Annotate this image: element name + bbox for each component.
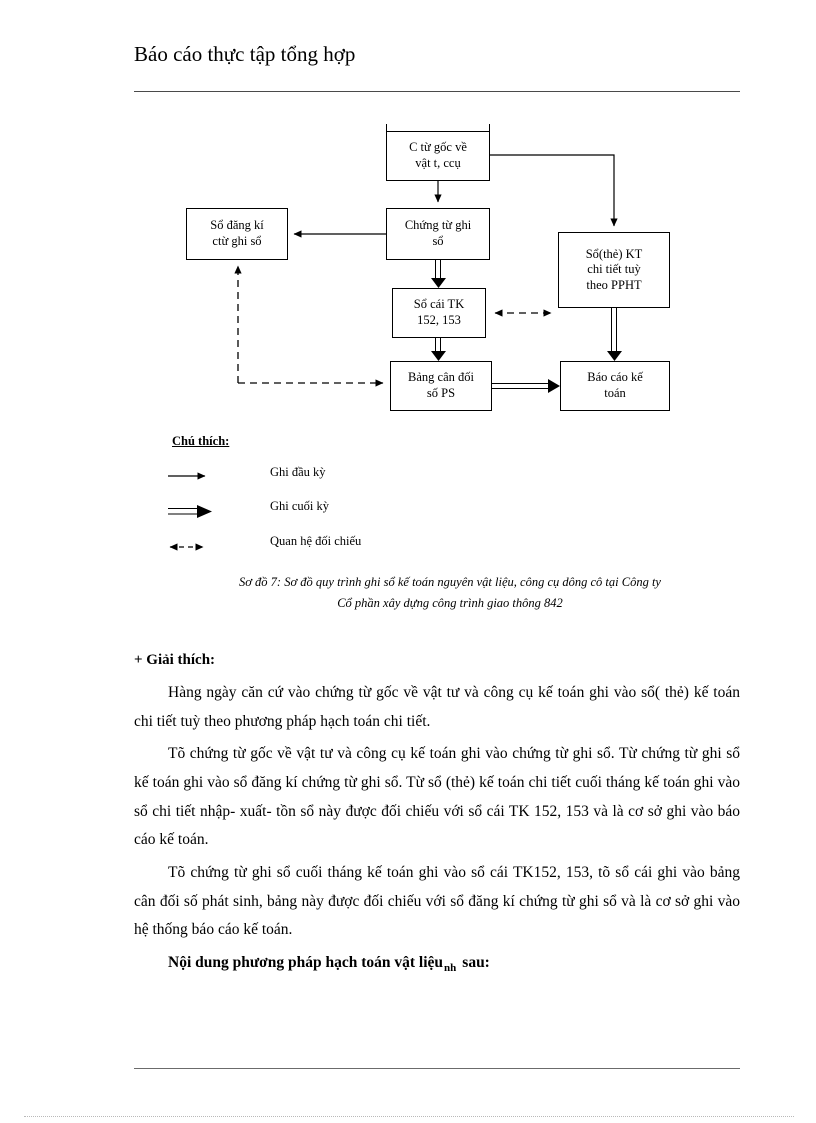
header-divider (134, 91, 740, 92)
footer-divider (134, 1068, 740, 1069)
legend-label-quan-he-doi-chieu: Quan hệ đối chiếu (270, 534, 362, 548)
figure-caption: Sơ đồ 7: Sơ đồ quy trình ghi sổ kế toán … (150, 572, 750, 615)
body-paragraph-1: Hàng ngày căn cứ vào chứng từ gốc về vật… (134, 684, 740, 730)
page-header: Báo cáo thực tập tổng hợp (134, 42, 740, 67)
flow-box-bang-can-doi: Bảng cân đối số PS (390, 361, 492, 411)
legend-title: Chú thích: (172, 434, 230, 448)
flow-box-label: C từ gốc về vật t, ccụ (409, 140, 467, 170)
legend-glyph-double-line-arrow (168, 505, 212, 518)
final-line-part-2: sau: (462, 954, 490, 972)
body-paragraph-2: Tõ chứng từ gốc về vật tư và công cụ kế … (134, 745, 740, 849)
flow-box-so-cai-tk: Sổ cái TK 152, 153 (392, 288, 486, 338)
flow-box-chung-tu-ghi-so: Chứng từ ghi sổ (386, 208, 490, 260)
legend-label-ghi-cuoi-ky: Ghi cuối kỳ (270, 499, 330, 513)
final-line-subscript: nh (444, 961, 457, 974)
flow-box-so-dang-ki: Sổ đăng kí ctừ ghi sổ (186, 208, 288, 260)
flow-box-ctu-goc: C từ gốc về vật t, ccụ (386, 131, 490, 181)
flow-box-bao-cao-ke-toan: Báo cáo kế toán (560, 361, 670, 411)
connector-ctugoc-to-sothe (490, 154, 618, 227)
legend-label-ghi-dau-ky: Ghi đầu kỳ (270, 465, 326, 479)
body-content: + Giải thích: Hàng ngày căn cứ vào chứng… (134, 652, 740, 978)
figure-caption-line-2: Cổ phần xây dựng công trình giao thông 8… (337, 596, 563, 611)
flow-box-label: Sổ(thẻ) KT chi tiết tuỳ theo PPHT (585, 246, 643, 292)
final-line-part-1: Nội dung phương pháp hạch toán vật liệu (168, 954, 444, 972)
flow-box-label: Sổ cái TK 152, 153 (413, 297, 465, 327)
flow-box-label: Sổ đăng kí ctừ ghi sổ (210, 218, 264, 248)
body-paragraph-3: Tõ chứng từ ghi sổ cuối tháng kế toán gh… (134, 864, 740, 939)
flow-box-label: Bảng cân đối số PS (408, 370, 474, 400)
flow-box-label: Báo cáo kế toán (587, 370, 643, 400)
connector-chungtu-to-socai (431, 260, 446, 288)
flow-box-label: Chứng từ ghi sổ (404, 218, 472, 248)
body-final-line: Nội dung phương pháp hạch toán vật liệun… (134, 949, 740, 978)
flow-box-so-the-kt: Sổ(thẻ) KT chi tiết tuỳ theo PPHT (558, 232, 670, 308)
figure-caption-line-1: Sơ đồ 7: Sơ đồ quy trình ghi sổ kế toán … (239, 575, 661, 589)
header-title: Báo cáo thực tập tổng hợp (134, 42, 356, 66)
section-heading: + Giải thích: (134, 652, 216, 668)
connector-socai-to-bangcandoi (431, 338, 446, 361)
connector-sothe-to-baocao (607, 308, 622, 361)
page-bottom-edge (24, 1116, 794, 1117)
connector-bangcandoi-to-baocao (492, 379, 560, 393)
